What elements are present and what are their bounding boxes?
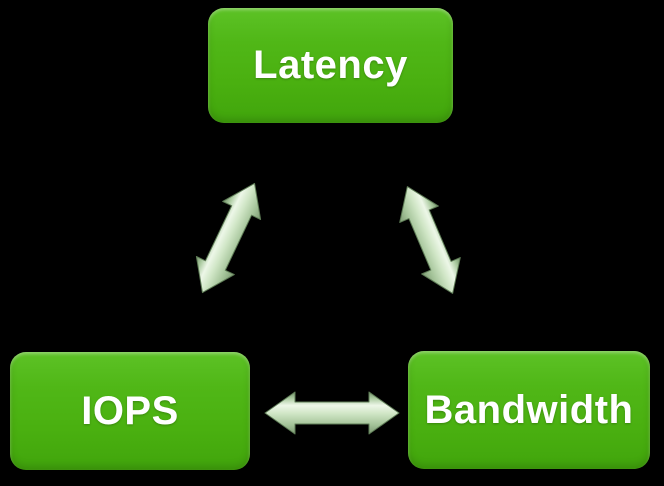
arrow-iops-bandwidth-icon xyxy=(264,391,400,435)
arrow-latency-bandwidth-icon xyxy=(399,186,461,294)
node-iops: IOPS xyxy=(10,352,250,470)
node-bandwidth-label: Bandwidth xyxy=(424,387,634,432)
node-latency: Latency xyxy=(208,8,453,123)
node-latency-label: Latency xyxy=(253,43,408,87)
arrow-latency-iops-icon xyxy=(195,182,262,294)
node-iops-label: IOPS xyxy=(81,388,179,433)
node-bandwidth: Bandwidth xyxy=(408,351,650,469)
